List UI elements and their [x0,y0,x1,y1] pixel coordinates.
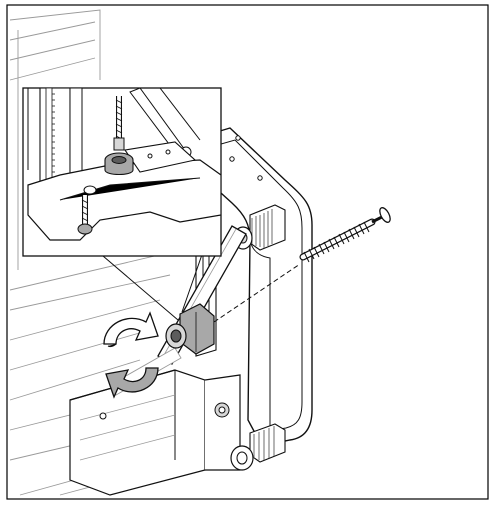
long-screw-icon [299,207,391,263]
machine-body-outline [9,9,211,496]
lower-adjustment-knob [230,423,286,471]
rotate-clockwise-and-counterclockwise-icon [103,311,159,399]
detail-inset [22,87,222,321]
insertion-axis-line [213,263,301,323]
lock-nut [165,303,215,355]
